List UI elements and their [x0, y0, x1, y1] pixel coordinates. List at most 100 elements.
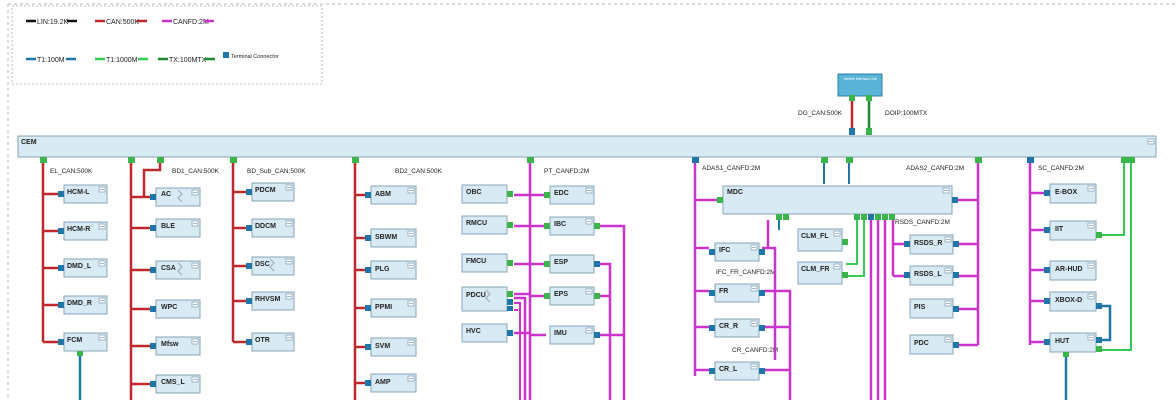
ecu-label: PDCU — [466, 292, 486, 299]
ecu-label: IIT — [1055, 226, 1064, 233]
cem-ports — [40, 157, 1135, 163]
ecu-clm-fl[interactable]: CLM_FL — [797, 228, 848, 252]
dg-can-terminal — [849, 128, 855, 135]
ecu-label: SVM — [375, 343, 390, 350]
ecu-label: FR — [719, 288, 728, 295]
ecu-cms-l[interactable]: CMS_L — [150, 374, 201, 394]
legend-item-terminal: Terminal Connector — [223, 52, 279, 60]
ecu-fcm[interactable]: FCM — [58, 332, 108, 356]
ecu-pdc[interactable]: PDC — [909, 334, 959, 355]
ecu-label: DMD_L — [67, 263, 92, 270]
ecu-hcm-r[interactable]: HCM-R — [58, 221, 108, 241]
ecu-hvc[interactable]: HVC — [461, 323, 513, 343]
doip-terminal — [866, 128, 872, 135]
wiring — [41, 158, 1132, 400]
ecu-ddcm[interactable]: DDCM — [246, 218, 295, 238]
ecu-dmd-r[interactable]: DMD_R — [58, 295, 108, 315]
ecu-obc[interactable]: OBC — [461, 184, 513, 204]
ecu-label: CR_R — [719, 323, 738, 330]
ecu-csa[interactable]: CSA — [150, 260, 201, 280]
legend-label-lin: LIN:19.2K — [37, 19, 68, 26]
ecu-ppmi[interactable]: PPMI — [365, 298, 417, 318]
ecu-pis[interactable]: PIS — [909, 298, 959, 319]
legend-label-canfd: CANFD:2M — [173, 19, 209, 26]
legend-label-tx: TX:100MTX — [169, 57, 207, 64]
ecu-rmcu[interactable]: RMCU — [461, 215, 513, 235]
ecu-pdcu[interactable]: PDCU — [461, 286, 513, 312]
sc-canfd-label: SC_CANFD:2M — [1038, 165, 1084, 172]
gateway-label: Vehicle Interface Unit — [843, 77, 876, 81]
ecu-cr-r[interactable]: CR_R — [709, 318, 765, 338]
ecu-imu[interactable]: IMU — [549, 325, 600, 345]
ecu-otr[interactable]: OTR — [246, 332, 295, 352]
ecu-ifc[interactable]: IFC — [709, 242, 765, 262]
ecu-mdc[interactable]: MDC — [717, 185, 958, 220]
ecu-label: PIS — [914, 304, 926, 311]
ecu-pdcm[interactable]: PDCM — [246, 182, 295, 202]
ecu-label: RSDS_L — [914, 271, 942, 278]
ecu-iit[interactable]: IIT — [1044, 220, 1102, 241]
ecu-hcm-l[interactable]: HCM-L — [58, 184, 108, 204]
dg-can-label: DG_CAN:500K — [798, 110, 843, 117]
ecu-label: HCM-R — [67, 226, 90, 233]
legend-item-t1000: T1:1000M — [95, 57, 148, 64]
ecu-xbox-d[interactable]: XBOX-D — [1044, 291, 1102, 312]
legend-item-t1: T1:100M — [26, 57, 76, 64]
ecu-label: RHVSM — [255, 296, 280, 303]
ecu-esp[interactable]: ESP — [544, 254, 600, 274]
gateway-box[interactable]: Vehicle Interface Unit — [837, 73, 883, 101]
ecu-label: AR-HUD — [1055, 266, 1083, 273]
bdsub-can-label: BD_Sub_CAN:500K — [247, 168, 306, 175]
ecu-dmd-l[interactable]: DMD_L — [58, 258, 108, 278]
ecu-label: OBC — [466, 189, 482, 196]
el-can-label: EL_CAN:500K — [50, 168, 93, 175]
ecu-ibc[interactable]: IBC — [544, 216, 600, 236]
ecu-fr[interactable]: FR — [709, 283, 765, 303]
ecu-mfsw[interactable]: Mfsw — [150, 336, 201, 356]
ecu-rsds-l[interactable]: RSDS_L — [904, 265, 959, 286]
ecu-label: AC — [161, 191, 171, 198]
ecu-edc[interactable]: EDC — [544, 185, 595, 205]
ecu-eps[interactable]: EPS — [544, 286, 600, 306]
ecu-wpc[interactable]: WPC — [150, 299, 201, 319]
ecu-label: AMP — [375, 379, 391, 386]
ecu-rhvsm[interactable]: RHVSM — [246, 291, 295, 311]
cem-label: CEM — [21, 139, 37, 146]
ecu-label: ABM — [375, 191, 391, 198]
cem-bar[interactable]: CEM — [17, 135, 1157, 158]
ecu-label: WPC — [161, 304, 177, 311]
ecu-plg[interactable]: PLG — [365, 260, 417, 280]
cr-canfd-label: CR_CANFD:2M — [732, 347, 778, 354]
ecu-label: CMS_L — [161, 379, 185, 386]
ecu-label: DMD_R — [67, 300, 92, 307]
ecu-ar-hud[interactable]: AR-HUD — [1044, 260, 1097, 281]
ecu-clm-fr[interactable]: CLM_FR — [797, 261, 848, 285]
ecu-amp[interactable]: AMP — [365, 373, 417, 393]
bd2-can-label: BD2_CAN:500K — [395, 168, 443, 175]
ecu-abm[interactable]: ABM — [365, 185, 417, 205]
ecu-ac[interactable]: AC — [150, 187, 201, 207]
legend-label-t1000: T1:1000M — [106, 57, 138, 64]
legend-item-canfd: CANFD:2M — [162, 19, 214, 26]
ecu-label: HUT — [1055, 338, 1070, 345]
ecu-label: DDCM — [255, 223, 276, 230]
pt-canfd-label: PT_CANFD:2M — [544, 168, 589, 175]
legend-label-terminal: Terminal Connector — [231, 54, 279, 60]
ecu-label: IMU — [554, 330, 567, 337]
doip-label: DOIP:100MTX — [885, 110, 928, 117]
ecu-cr-l[interactable]: CR_L — [709, 361, 765, 381]
ecu-ble[interactable]: BLE — [150, 218, 201, 238]
ecu-rsds-r[interactable]: RSDS_R — [904, 234, 959, 255]
ecu-label: ESP — [554, 259, 568, 266]
ecu-svm[interactable]: SVM — [365, 337, 417, 357]
ecu-label: MDC — [727, 189, 743, 196]
ecu-dsc[interactable]: DSC — [246, 256, 295, 276]
ecu-e-box[interactable]: E-BOX — [1044, 183, 1097, 204]
ecu-label: PPMI — [375, 304, 392, 311]
ecu-label: CR_L — [719, 366, 738, 373]
ecu-sbwm[interactable]: SBWM — [365, 228, 417, 248]
ecu-hut[interactable]: HUT — [1044, 332, 1102, 357]
ecu-label: OTR — [255, 337, 270, 344]
ecu-fmcu[interactable]: FMCU — [461, 253, 513, 273]
